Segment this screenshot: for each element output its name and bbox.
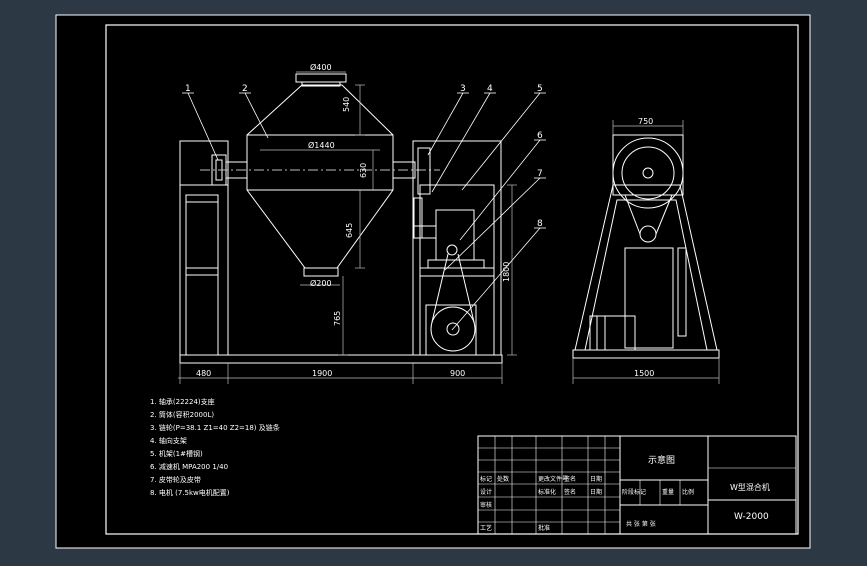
- balloon-2: 2: [242, 84, 248, 94]
- drawing-sheet: [55, 14, 811, 549]
- belt: [457, 253, 475, 323]
- side-motor: [589, 315, 636, 351]
- side-dimension-lines: [572, 120, 720, 384]
- tb-cell: 重量: [662, 488, 674, 496]
- side-chain: [655, 194, 673, 235]
- tb-cell: 共 张 第 张: [626, 520, 656, 528]
- side-bearing-block: [612, 134, 684, 196]
- dim-side-base: 1500: [634, 369, 654, 378]
- balloon-6: 6: [537, 131, 543, 141]
- part-8: 8. 电机 (7.5kw电机配置): [150, 488, 230, 497]
- dim-left-width: 480: [196, 369, 211, 378]
- dim-drum-dia: Ø1440: [308, 140, 335, 150]
- tb-cell: 处数: [497, 475, 509, 483]
- top-inlet-neck: [301, 81, 341, 87]
- motor: [430, 306, 476, 352]
- side-drum-inner: [621, 146, 675, 200]
- dim-right-width: 900: [450, 369, 465, 378]
- tb-cell: 签名: [564, 488, 576, 496]
- dim-cone-top: 540: [342, 97, 351, 112]
- part-1: 1. 轴承(22224)支座: [150, 397, 215, 406]
- tb-cell: 标记: [480, 475, 492, 483]
- title-block: [477, 435, 797, 535]
- tb-cell: 日期: [590, 488, 602, 496]
- part-5: 5. 机架(1#槽钢): [150, 449, 203, 458]
- dim-top-port: Ø400: [310, 62, 332, 72]
- dim-bottom-port: Ø200: [310, 278, 332, 288]
- part-7: 7. 皮带轮及皮带: [150, 475, 201, 484]
- motor-housing: [425, 304, 477, 356]
- balloon-8: 8: [537, 219, 543, 229]
- side-view: [572, 120, 720, 384]
- tb-cell: 设计: [480, 488, 492, 496]
- part-4: 4. 轴向支架: [150, 436, 187, 445]
- reducer-base: [427, 259, 485, 269]
- part-3: 3. 链轮(P=38.1 Z1=40 Z2=18) 及链条: [150, 423, 280, 432]
- side-hub: [642, 167, 654, 179]
- side-chain: [624, 194, 641, 235]
- balloon-3: 3: [460, 84, 466, 94]
- tb-cell: 标准化: [538, 488, 556, 496]
- part-6: 6. 减速机 MPA200 1/40: [150, 462, 228, 471]
- side-belt-guard: [677, 247, 687, 337]
- dim-cone-bottom: 645: [345, 223, 354, 238]
- title-block-code: W-2000: [734, 512, 769, 522]
- balloon-4: 4: [487, 84, 493, 94]
- title-block-frame: [477, 435, 797, 535]
- tb-cell: 阶段标记: [622, 488, 646, 496]
- tb-cell: 工艺: [480, 524, 492, 532]
- reducer-shaft: [446, 244, 458, 256]
- title-block-product: W型混合机: [730, 482, 770, 492]
- balloon-leaders: [182, 92, 546, 331]
- tb-cell: 比例: [682, 488, 694, 496]
- tb-cell: 日期: [590, 475, 602, 483]
- belt: [431, 253, 449, 323]
- tb-cell: 更改文件号: [538, 475, 568, 483]
- dim-middle-width: 1900: [312, 369, 332, 378]
- dim-overall-height: 1800: [502, 262, 511, 282]
- balloon-5: 5: [537, 84, 543, 94]
- front-view: [178, 71, 546, 384]
- dim-discharge-height: 765: [333, 311, 342, 326]
- motor-pulley: [446, 322, 460, 336]
- balloon-1: 1: [185, 84, 191, 94]
- tb-cell: 审核: [480, 501, 492, 509]
- tb-cell: 批准: [538, 524, 550, 532]
- side-frame-inner: [584, 199, 708, 351]
- side-sprocket: [639, 225, 657, 243]
- dim-side-top: 750: [638, 117, 653, 126]
- sprocket: [417, 147, 431, 195]
- part-2: 2. 筒体(容积2000L): [150, 410, 214, 419]
- dim-drum-length: 630: [359, 163, 368, 178]
- drawing-frame: [105, 24, 799, 535]
- parts-list: 1. 轴承(22224)支座 2. 筒体(容积2000L) 3. 链轮(P=38…: [150, 397, 280, 497]
- title-block-title: 示意图: [648, 454, 675, 466]
- side-reducer: [624, 247, 674, 349]
- front-dimension-lines: [178, 71, 517, 384]
- tb-cell: 签名: [564, 475, 576, 483]
- bottom-outlet-flange: [303, 267, 339, 277]
- balloon-7: 7: [537, 169, 543, 179]
